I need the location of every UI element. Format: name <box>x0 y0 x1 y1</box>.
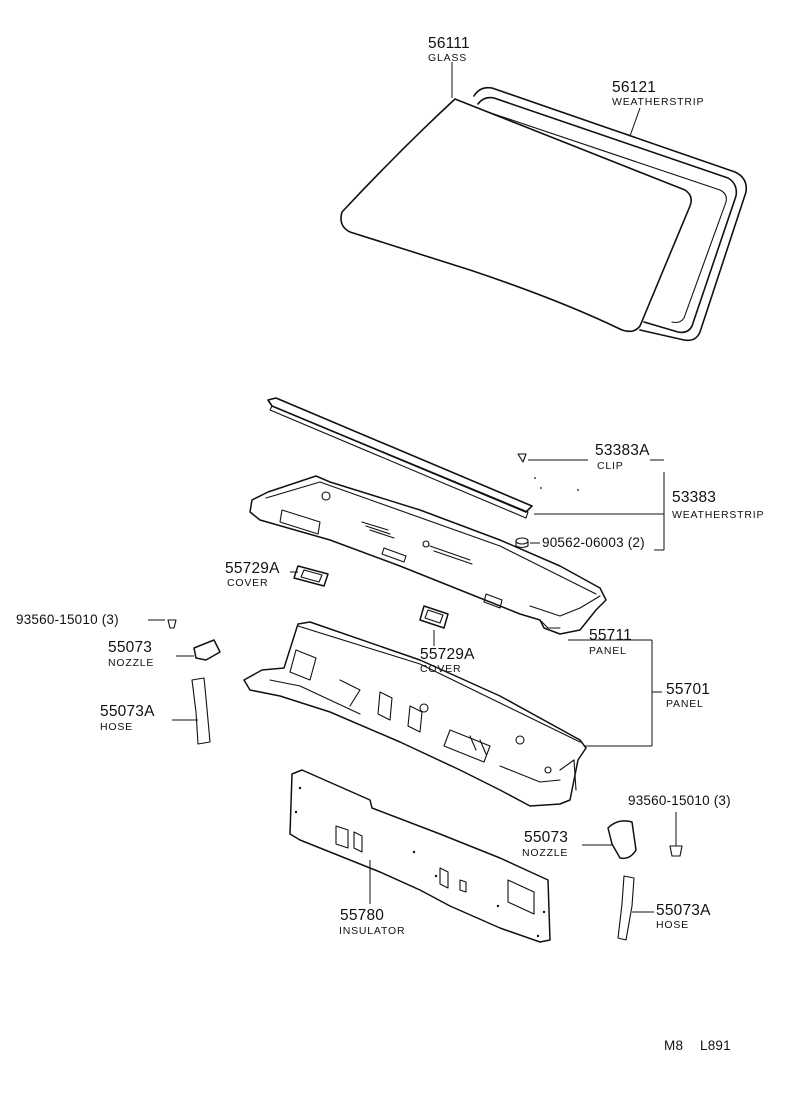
cowl-panel-upper <box>249 475 607 635</box>
glass-part-number: 56111 <box>428 35 470 52</box>
panel-upper-number: 55711 <box>589 627 632 644</box>
screw-right-number: 93560-15010 (3) <box>628 793 731 808</box>
clip-number: 53383A <box>595 442 650 459</box>
nozzle-right-name: NOZZLE <box>522 847 569 859</box>
insulator-name: INSULATOR <box>339 925 406 937</box>
cover-mid-number: 55729A <box>420 646 475 663</box>
screw-left-number: 93560-15010 (3) <box>16 612 119 627</box>
weatherstrip-cowl-number: 53383 <box>672 489 717 506</box>
insulator-number: 55780 <box>340 907 385 924</box>
cover-left-name: COVER <box>227 577 269 589</box>
nozzle-left <box>176 639 221 661</box>
nut-number: 90562-06003 (2) <box>542 535 645 550</box>
nozzle-left-number: 55073 <box>108 639 153 656</box>
cover-mid <box>419 605 449 629</box>
panel-assy-name: PANEL <box>666 698 704 710</box>
clip-name: CLIP <box>597 460 624 472</box>
cowl-panel-lower <box>243 621 587 807</box>
weatherstrip-glass-name: WEATHERSTRIP <box>612 96 705 108</box>
cover-left <box>293 565 329 587</box>
nut-part <box>515 537 529 549</box>
cowl-weatherstrip <box>267 397 533 519</box>
footer-code: M8 <box>664 1038 684 1053</box>
hose-left-name: HOSE <box>100 721 133 733</box>
hose-right-number: 55073A <box>656 902 711 919</box>
nozzle-left-name: NOZZLE <box>108 657 155 669</box>
panel-assy-number: 55701 <box>666 681 711 698</box>
hose-right-name: HOSE <box>656 919 689 931</box>
panel-upper-name: PANEL <box>589 645 627 657</box>
hose-left <box>172 677 211 745</box>
panel-leaders <box>568 639 662 747</box>
dashed-leaders <box>528 459 665 551</box>
insulator-part <box>289 769 551 943</box>
clip-part <box>517 453 527 463</box>
nozzle-right-number: 55073 <box>524 829 569 846</box>
weatherstrip-frame <box>473 86 748 342</box>
hose-left-number: 55073A <box>100 703 155 720</box>
cover-left-number: 55729A <box>225 560 280 577</box>
footer-page: L891 <box>700 1038 731 1053</box>
hose-right <box>617 875 654 941</box>
windshield-glass <box>340 98 692 333</box>
screw-left <box>148 619 177 629</box>
weatherstrip-cowl-name: WEATHERSTRIP <box>672 509 765 521</box>
glass-part-name: GLASS <box>428 52 468 64</box>
screw-right <box>669 812 683 857</box>
weatherstrip-glass-number: 56121 <box>612 79 657 96</box>
cover-mid-name: COVER <box>420 663 462 675</box>
nozzle-right <box>582 820 637 860</box>
